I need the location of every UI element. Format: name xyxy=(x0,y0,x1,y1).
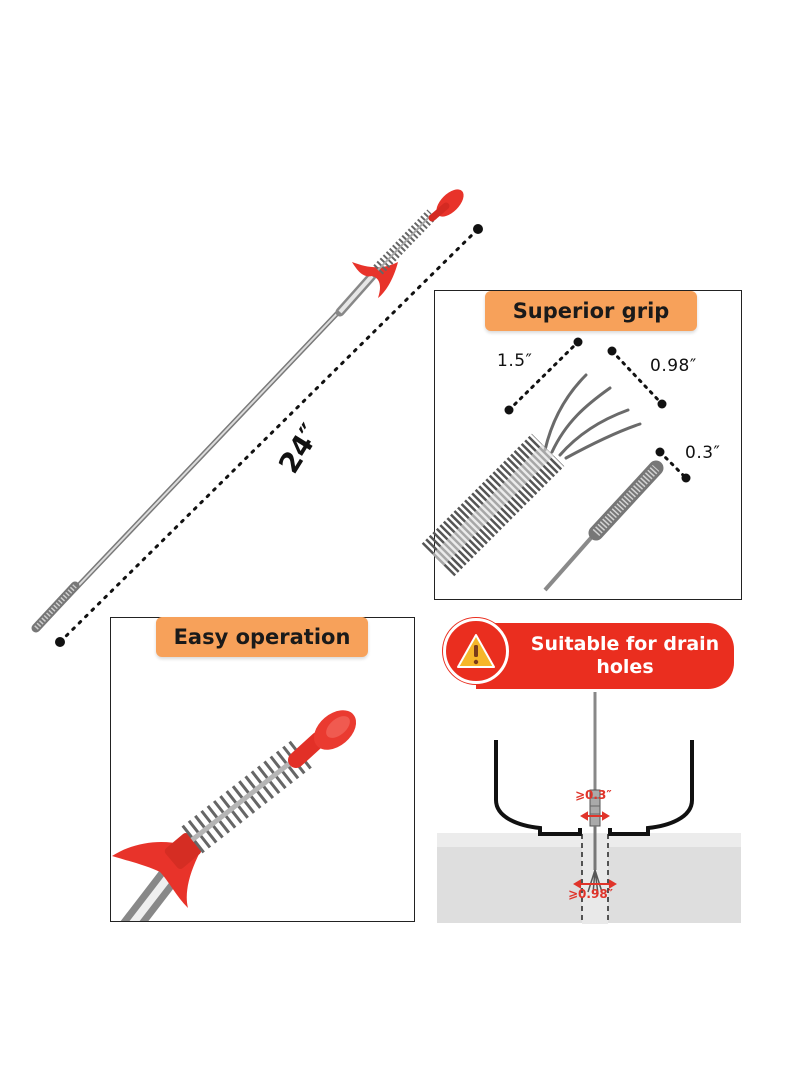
drain-warning-banner: Suitable for drain holes xyxy=(476,623,734,689)
dim-label-1.5: 1.5″ xyxy=(497,351,533,371)
min-width-label-top: ⩾0.3″ xyxy=(575,788,612,802)
dim-line-1.5 xyxy=(504,337,583,415)
easy-operation-title: Easy operation xyxy=(156,617,368,657)
min-width-label-bottom: ⩾0.98″ xyxy=(568,887,614,901)
dim-label-0.3: 0.3″ xyxy=(685,443,721,463)
superior-grip-title: Superior grip xyxy=(485,291,697,331)
plunger-button xyxy=(428,189,464,222)
warning-line-2: holes xyxy=(596,656,654,678)
operation-plunger xyxy=(288,710,357,768)
operation-collar xyxy=(164,833,202,869)
rod xyxy=(31,271,377,633)
claw-handle xyxy=(352,262,398,298)
grip-spring xyxy=(421,433,565,577)
spring xyxy=(373,209,437,275)
min-width-arrows xyxy=(573,811,617,889)
warning-icon xyxy=(443,618,509,684)
dim-line-0.98 xyxy=(607,346,667,409)
claw-prongs xyxy=(543,373,642,460)
operation-rod xyxy=(120,868,179,921)
dim-line-0.3 xyxy=(655,447,691,483)
length-dimension-line xyxy=(55,224,483,647)
sink-bowl xyxy=(494,740,694,836)
warning-line-1: Suitable for drain xyxy=(530,633,720,655)
thin-tube xyxy=(543,460,664,592)
dim-label-0.98: 0.98″ xyxy=(650,356,697,376)
drain-tool xyxy=(587,692,603,895)
operation-spring xyxy=(181,738,315,854)
